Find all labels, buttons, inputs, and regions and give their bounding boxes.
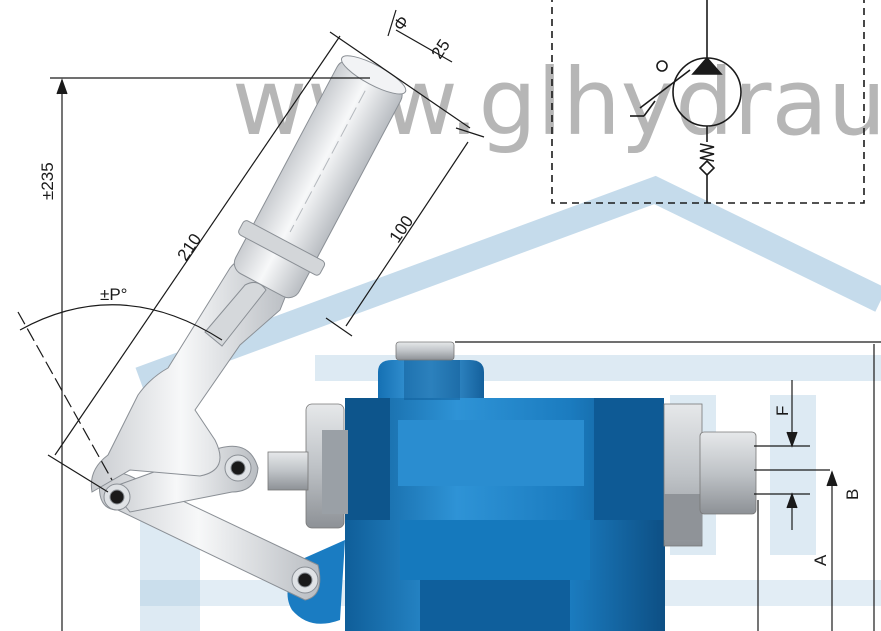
grip-tube — [233, 55, 407, 299]
pump-body — [287, 341, 665, 631]
pivot-pin-1-icon — [109, 489, 125, 505]
dim-label-grip: 100 — [386, 212, 418, 246]
pump-triangle-icon — [691, 56, 723, 75]
outlet-fitting — [663, 403, 757, 547]
pivot-pin-2-icon — [230, 460, 246, 476]
check-valve-icon — [698, 159, 716, 177]
dim-label-diameter-symbol: Φ — [390, 12, 413, 34]
inlet-nut — [267, 403, 348, 529]
spring-icon — [699, 143, 715, 162]
pivot-pin-3-icon — [297, 572, 313, 588]
dim-label-a: A — [811, 554, 830, 566]
dim-label-angle: ±P° — [100, 285, 127, 304]
lever-assembly — [90, 55, 407, 601]
dim-label-f: F — [773, 406, 792, 416]
dim-label-travel: ±235 — [38, 162, 57, 200]
dim-label-length: 210 — [174, 230, 206, 264]
hydraulic-symbol — [551, 0, 865, 204]
dim-label-b: B — [843, 489, 862, 500]
dimension-lines — [17, 9, 881, 631]
